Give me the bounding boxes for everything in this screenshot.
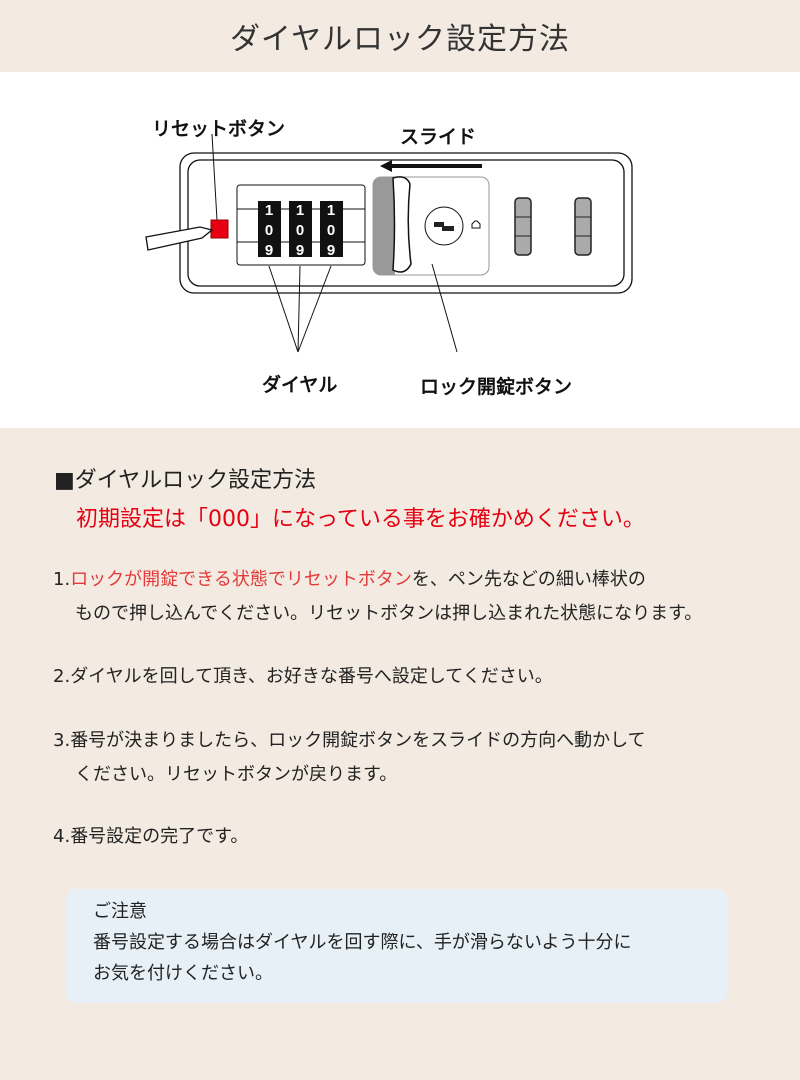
reset-leader-line [211, 133, 218, 221]
step-number: 3. [53, 730, 71, 751]
step-3: 3.番号が決まりましたら、ロック開錠ボタンをスライドの方向へ動かして ください。… [53, 724, 646, 792]
dial-digit: 9 [296, 242, 304, 259]
step-text: ください。リセットボタンが戻ります。 [75, 764, 398, 785]
slider-knob [392, 176, 412, 273]
side-switch [574, 197, 592, 256]
step-number: 4. [53, 826, 71, 847]
caution-title: ご注意 [93, 901, 147, 922]
dial-3 [320, 201, 343, 257]
initial-setting-notice: 初期設定は「000」になっている事をお確かめください。 [76, 507, 645, 532]
reset-button [210, 219, 229, 239]
dial-2 [289, 201, 312, 257]
side-switch [514, 197, 532, 256]
caution-text: 番号設定する場合はダイヤルを回す際に、手が滑らないよう十分に [93, 932, 632, 953]
unlock-leader-line [431, 263, 458, 353]
step-number: 2. [53, 666, 71, 687]
dial-digit: 0 [265, 222, 273, 239]
slider-shade [373, 177, 395, 275]
step-text: もので押し込んでください。リセットボタンは押し込まれた状態になります。 [75, 603, 703, 624]
dial-lock-diagram: 1 0 9 1 0 9 1 0 9 リセットボタン スライド ダイヤル ロック開… [0, 72, 800, 428]
pen-icon [145, 226, 214, 251]
dial-digit: 9 [327, 242, 335, 259]
step-2: 2.ダイヤルを回して頂き、お好きな番号へ設定してください。 [53, 660, 553, 694]
section-title: ■ダイヤルロック設定方法 [54, 468, 317, 493]
dial-digit: 0 [327, 222, 335, 239]
dial-digit: 1 [327, 202, 335, 219]
dial-digit: 9 [265, 242, 273, 259]
step-text: 番号設定の完了です。 [70, 826, 249, 847]
step-text: ダイヤルを回して頂き、お好きな番号へ設定してください。 [70, 666, 553, 687]
step-text: 番号が決まりましたら、ロック開錠ボタンをスライドの方向へ動かして [70, 730, 646, 751]
dial-digit: 1 [265, 202, 273, 219]
dial-1 [258, 201, 281, 257]
step-4: 4.番号設定の完了です。 [53, 820, 248, 854]
slide-label: スライド [400, 126, 477, 148]
dial-label: ダイヤル [262, 374, 338, 396]
unlock-button-label: ロック開錠ボタン [420, 376, 573, 398]
dial-digit: 0 [296, 222, 304, 239]
page-title: ダイヤルロック設定方法 [229, 22, 571, 57]
lock-illustration: 1 0 9 1 0 9 1 0 9 [145, 133, 633, 353]
step-number: 1. [53, 569, 71, 590]
lock-inner-frame [187, 159, 625, 287]
step-text: を、ペン先などの細い棒状の [411, 569, 646, 590]
step-highlight: ロックが開錠できる状態でリセットボタン [70, 569, 412, 590]
caution-box: ご注意 番号設定する場合はダイヤルを回す際に、手が滑らないよう十分に お気を付け… [66, 889, 727, 1003]
caution-text: お気を付けください。 [93, 963, 273, 984]
step-1: 1.ロックが開錠できる状態でリセットボタンを、ペン先などの細い棒状の もので押し… [53, 563, 702, 631]
dial-digit: 1 [296, 202, 304, 219]
reset-button-label: リセットボタン [152, 118, 286, 140]
slide-arrow-icon [380, 160, 482, 172]
